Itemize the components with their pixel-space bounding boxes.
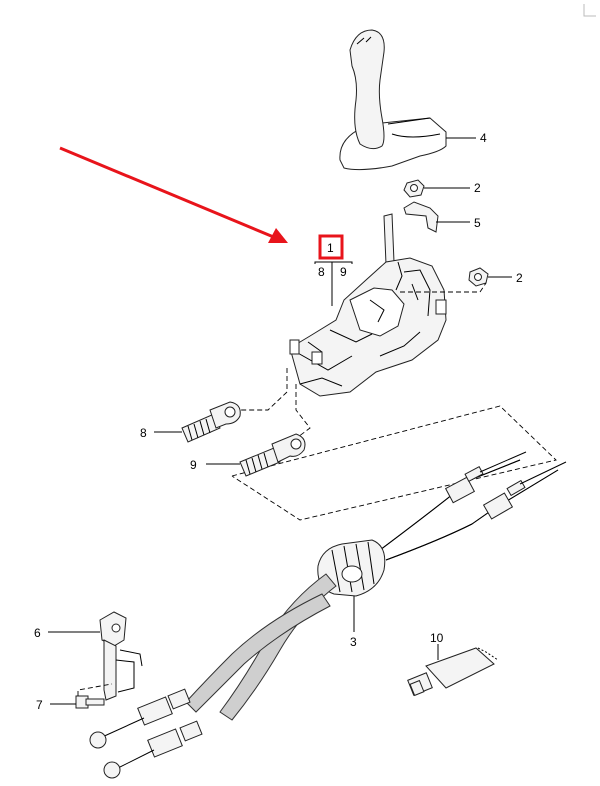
callout-9-sub: 9 [340,265,347,279]
callout-2a: 2 [474,181,481,195]
bolt [75,695,105,709]
callout-7: 7 [36,698,43,712]
callout-8-sub: 8 [318,265,325,279]
callout-1: 1 [327,241,334,255]
red-arrow-icon [59,146,288,243]
cable-assembly [89,451,567,779]
bracket [99,611,143,701]
callout-8: 8 [140,426,147,440]
ball-socket-9 [239,433,306,477]
callout-9: 9 [190,458,197,472]
callout-4: 4 [480,131,487,145]
callout-2b: 2 [516,271,523,285]
shifter-housing [289,213,447,397]
nut-right [468,267,489,287]
callout-3: 3 [350,635,357,649]
clip [403,201,439,233]
callout-10: 10 [430,631,444,645]
callout-6: 6 [34,626,41,640]
corner-mark-icon [583,4,596,17]
nut-upper [403,179,425,198]
grease-tube [407,647,499,697]
gear-knob [339,29,447,171]
callout-5: 5 [474,216,481,230]
ball-socket-8 [181,401,241,443]
highlight-box [318,234,344,260]
